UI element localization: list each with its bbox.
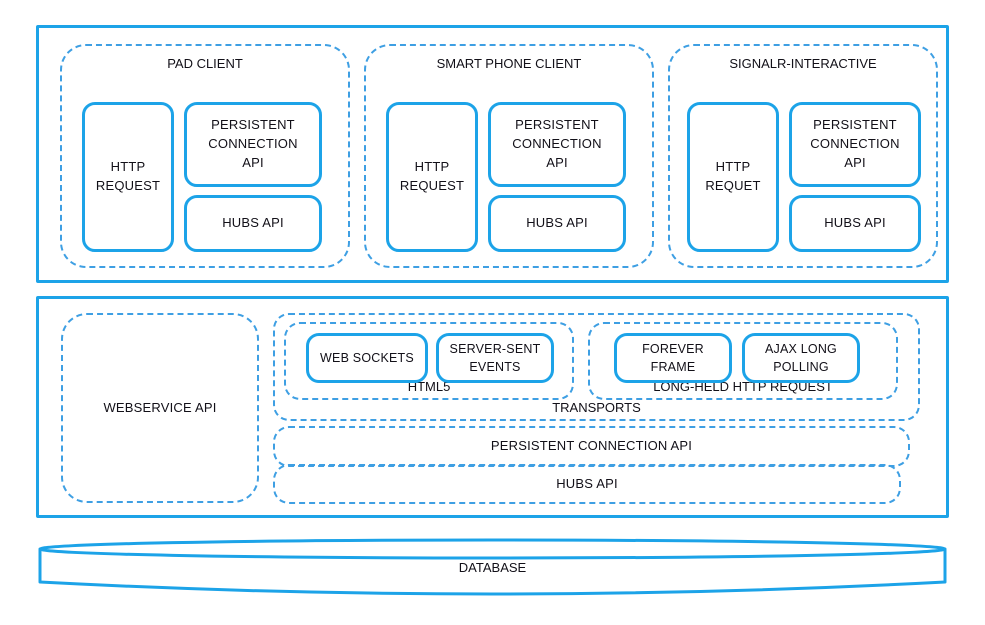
hubs-api-label: HUBS API: [824, 215, 886, 231]
forever-frame-label: FOREVER FRAME: [642, 341, 704, 374]
transports-group: TRANSPORTS HTML5 WEB SOCKETS SERVER-SENT…: [273, 313, 920, 421]
server-sent-events-box[interactable]: SERVER-SENT EVENTS: [436, 333, 554, 383]
web-sockets-label: WEB SOCKETS: [320, 350, 414, 365]
persistent-connection-api-box[interactable]: PERSISTENT CONNECTION API: [789, 102, 921, 187]
hubs-api-box[interactable]: HUBS API: [184, 195, 322, 252]
database-cylinder[interactable]: [36, 536, 949, 598]
client-group-pad: PAD CLIENT HTTP REQUEST PERSISTENT CONNE…: [60, 44, 350, 268]
hubs-api-bar-label: HUBS API: [556, 475, 618, 491]
persistent-connection-api-box[interactable]: PERSISTENT CONNECTION API: [184, 102, 322, 187]
http-request-label: HTTP REQUEST: [95, 159, 161, 193]
client-group-caption: PAD CLIENT: [167, 56, 243, 71]
server-layer-panel: WEBSERVICE API TRANSPORTS HTML5 WEB SOCK…: [36, 296, 949, 518]
persistent-connection-api-bar-label: PERSISTENT CONNECTION API: [490, 438, 693, 454]
http-request-box[interactable]: HTTP REQUEST: [82, 102, 174, 252]
server-sent-events-label: SERVER-SENT EVENTS: [449, 341, 541, 374]
client-group-signalr-interactive: SIGNALR-INTERACTIVE HTTP REQUET PERSISTE…: [668, 44, 938, 268]
hubs-api-bar[interactable]: HUBS API: [273, 464, 901, 504]
persistent-connection-api-label: PERSISTENT CONNECTION API: [810, 117, 900, 170]
webservice-api-label: WEBSERVICE API: [103, 399, 217, 415]
persistent-connection-api-bar[interactable]: PERSISTENT CONNECTION API: [273, 426, 910, 467]
http-request-box[interactable]: HTTP REQUEST: [386, 102, 478, 252]
hubs-api-box[interactable]: HUBS API: [789, 195, 921, 252]
persistent-connection-api-label: PERSISTENT CONNECTION API: [512, 117, 602, 170]
long-held-http-request-group: LONG-HELD HTTP REQUEST FOREVER FRAME AJA…: [588, 322, 898, 400]
ajax-long-polling-box[interactable]: AJAX LONG POLLING: [742, 333, 860, 383]
client-layer-panel: PAD CLIENT HTTP REQUEST PERSISTENT CONNE…: [36, 25, 949, 283]
database-label: DATABASE: [458, 559, 527, 575]
client-group-caption: SIGNALR-INTERACTIVE: [729, 56, 877, 71]
database-label-wrap: DATABASE: [36, 536, 949, 598]
http-request-box[interactable]: HTTP REQUET: [687, 102, 779, 252]
http-request-label: HTTP REQUEST: [399, 159, 465, 193]
persistent-connection-api-box[interactable]: PERSISTENT CONNECTION API: [488, 102, 626, 187]
client-group-smart-phone: SMART PHONE CLIENT HTTP REQUEST PERSISTE…: [364, 44, 654, 268]
web-sockets-box[interactable]: WEB SOCKETS: [306, 333, 428, 383]
persistent-connection-api-label: PERSISTENT CONNECTION API: [208, 117, 298, 170]
hubs-api-box[interactable]: HUBS API: [488, 195, 626, 252]
webservice-api-box[interactable]: WEBSERVICE API: [61, 313, 259, 503]
html5-group: HTML5 WEB SOCKETS SERVER-SENT EVENTS: [284, 322, 574, 400]
http-request-label: HTTP REQUET: [705, 159, 761, 193]
transports-caption: TRANSPORTS: [552, 400, 641, 415]
hubs-api-label: HUBS API: [222, 215, 284, 231]
html5-caption: HTML5: [407, 379, 451, 394]
forever-frame-box[interactable]: FOREVER FRAME: [614, 333, 732, 383]
ajax-long-polling-label: AJAX LONG POLLING: [765, 341, 837, 374]
hubs-api-label: HUBS API: [526, 215, 588, 231]
client-group-caption: SMART PHONE CLIENT: [436, 56, 582, 71]
